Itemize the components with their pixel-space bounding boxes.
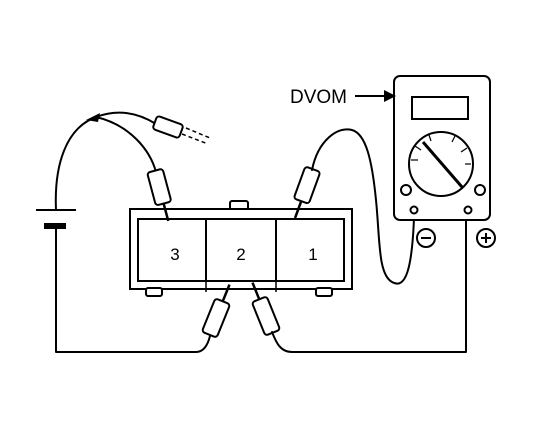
terminal-2-left-probe	[201, 284, 231, 338]
battery-positive-wire	[54, 116, 97, 211]
connector-body	[129, 200, 353, 297]
meter-negative-wire	[311, 128, 415, 285]
probe-jumper-wire	[95, 111, 157, 125]
dvom-label: DVOM	[290, 87, 347, 108]
battery-negative-wire	[55, 225, 211, 353]
wire-arrow-icon	[86, 113, 100, 122]
dvom-pointer-arrow-icon	[355, 90, 396, 102]
terminal-3-lead-wire	[95, 116, 157, 173]
negative-terminal-icon	[416, 228, 436, 248]
terminal-1-label: 1	[308, 245, 317, 264]
test-probe-icon	[152, 115, 211, 145]
terminal-2-label: 2	[236, 245, 245, 264]
positive-terminal-icon	[476, 228, 496, 248]
terminal-3-label: 3	[170, 245, 179, 264]
battery-symbol	[36, 209, 76, 229]
terminal-3-probe	[146, 168, 172, 222]
meter-positive-wire	[271, 217, 467, 353]
dvom-meter	[393, 75, 491, 221]
